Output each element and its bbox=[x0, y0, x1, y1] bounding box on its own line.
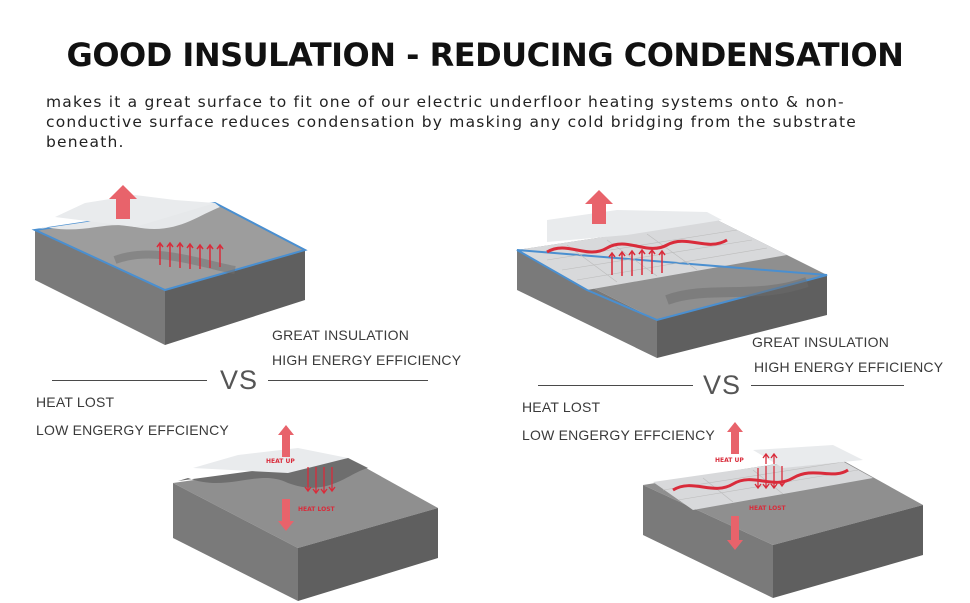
heat-lost-label: HEAT LOST bbox=[522, 399, 601, 415]
heat-up-caption: HEAT UP bbox=[266, 458, 295, 465]
divider-left bbox=[52, 380, 207, 381]
insulated-floor-illustration bbox=[31, 185, 308, 345]
intro-paragraph: makes it a great surface to fit one of o… bbox=[46, 93, 857, 151]
great-insulation-label: GREAT INSULATION bbox=[752, 334, 889, 350]
low-energy-efficiency-label: LOW ENGERGY EFFCIENCY bbox=[36, 422, 229, 438]
heat-rising-arrow-icon bbox=[109, 185, 137, 219]
heat-rising-arrow-icon bbox=[585, 190, 613, 224]
heat-rising-lines bbox=[156, 241, 224, 269]
insulated-heated-floor-illustration bbox=[516, 190, 828, 358]
heat-rising-arrow-icon bbox=[278, 425, 294, 457]
heat-lost-caption: HEAT LOST bbox=[749, 505, 787, 512]
divider-right bbox=[751, 385, 904, 386]
great-insulation-label: GREAT INSULATION bbox=[272, 327, 409, 343]
divider-left bbox=[538, 385, 693, 386]
high-energy-efficiency-label: HIGH ENERGY EFFICIENCY bbox=[272, 352, 462, 368]
heat-falling-arrow-icon bbox=[727, 516, 743, 550]
page-title: GOOD INSULATION - REDUCING CONDENSATION bbox=[66, 36, 904, 74]
uninsulated-floor-illustration: HEAT UP HEAT LOST bbox=[173, 425, 438, 601]
heat-up-caption: HEAT UP bbox=[715, 457, 744, 464]
vs-label: VS bbox=[703, 370, 742, 400]
heat-lost-label: HEAT LOST bbox=[36, 394, 115, 410]
divider-right bbox=[268, 380, 428, 381]
heat-lost-caption: HEAT LOST bbox=[298, 506, 336, 513]
high-energy-efficiency-label: HIGH ENERGY EFFICIENCY bbox=[754, 359, 944, 375]
heat-rising-arrow-icon bbox=[727, 422, 743, 454]
comparison-panel-plain-floor: GREAT INSULATION HIGH ENERGY EFFICIENCY … bbox=[0, 175, 485, 601]
vs-label: VS bbox=[220, 365, 259, 395]
heat-falling-arrow-icon bbox=[278, 499, 294, 531]
uninsulated-heated-floor-illustration: HEAT UP HEAT LOST bbox=[643, 422, 923, 598]
comparison-panel-heating-system: GREAT INSULATION HIGH ENERGY EFFICIENCY … bbox=[485, 175, 970, 600]
low-energy-efficiency-label: LOW ENGERGY EFFCIENCY bbox=[522, 427, 715, 443]
